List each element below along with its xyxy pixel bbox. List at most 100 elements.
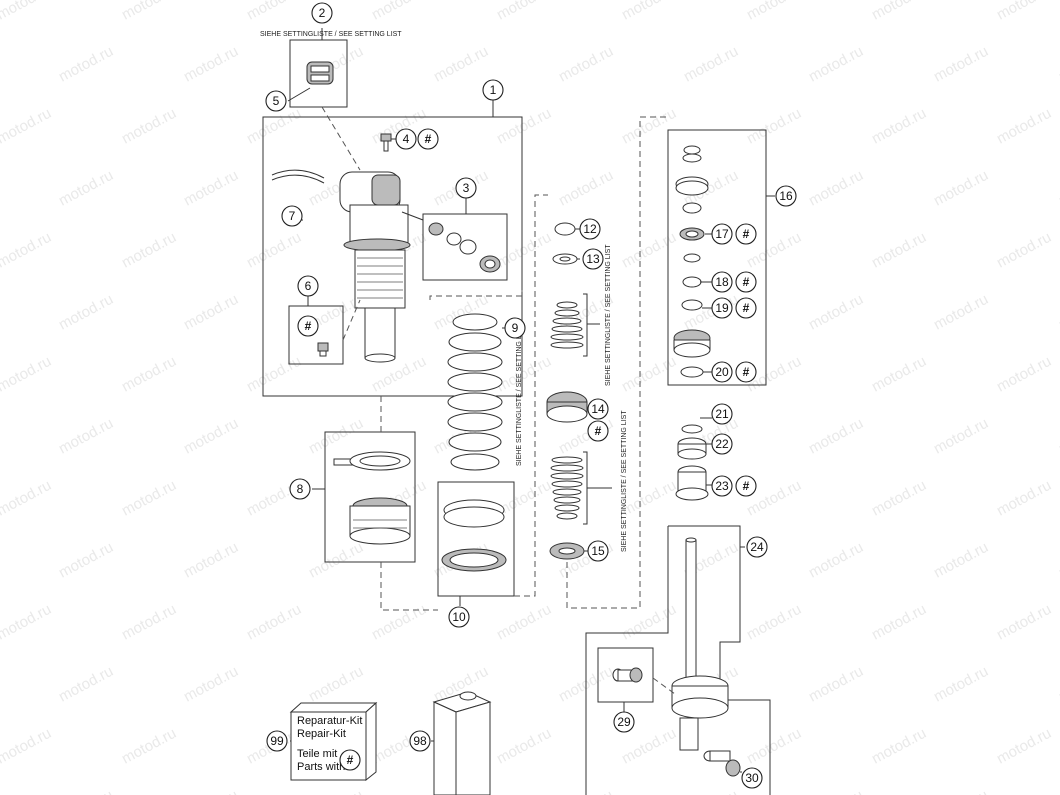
watermark-text: motod.ru (931, 415, 991, 458)
callout-number: 29 (617, 715, 631, 729)
watermark-text: motod.ru (119, 105, 179, 148)
watermark-text: motod.ru (306, 787, 366, 795)
watermark-text: motod.ru (494, 0, 554, 24)
setting-list-note-spring: SIEHE SETTINGLISTE / SEE SETTING LIST (516, 324, 523, 466)
callout-number: 16 (779, 189, 793, 203)
callout-number: 8 (297, 482, 304, 496)
kit-box-side (365, 701, 377, 782)
watermark-text: motod.ru (181, 167, 241, 210)
watermark-text: motod.ru (994, 601, 1054, 644)
watermark-text: motod.ru (1056, 291, 1060, 334)
watermark-text: motod.ru (1056, 787, 1060, 795)
watermark-text: motod.ru (681, 291, 741, 334)
watermark-text: motod.ru (306, 539, 366, 582)
callout-13 (582, 248, 604, 270)
watermark-text: motod.ru (0, 0, 54, 24)
callout-10 (448, 606, 470, 628)
callout-9 (504, 317, 526, 339)
dashed-guide (321, 106, 361, 171)
watermark-text: motod.ru (244, 229, 304, 272)
callout-number: 2 (319, 6, 326, 20)
washer-hole (559, 256, 571, 262)
watermark-text: motod.ru (681, 43, 741, 86)
oil-can-part (431, 691, 492, 795)
nut-part (554, 222, 576, 236)
watermark-text: motod.ru (869, 105, 929, 148)
callout-29 (613, 711, 635, 733)
callout-1 (482, 79, 504, 101)
watermark-text: motod.ru (994, 725, 1054, 768)
callout-number: 13 (586, 252, 600, 266)
callout-number: 14 (591, 402, 605, 416)
callout-12 (579, 218, 601, 240)
part-3-frame (422, 213, 508, 281)
callout-24 (746, 536, 768, 558)
watermark-text: motod.ru (931, 787, 991, 795)
watermark-text: motod.ru (56, 787, 116, 795)
shock-absorber-assembly: SIEHE SETTINGLISTE / SEE SETTING LIST (260, 28, 523, 611)
watermark-text: motod.ru (681, 787, 741, 795)
watermark-text: motod.ru (619, 0, 679, 24)
kit-marker (735, 297, 757, 319)
watermark-text: motod.ru (369, 0, 429, 24)
watermark-text: motod.ru (806, 539, 866, 582)
watermark-text: motod.ru (806, 663, 866, 706)
setting-list-note-shims-lower: SIEHE SETTINGLISTE / SEE SETTING LIST (621, 410, 628, 552)
kit-box-top (289, 702, 378, 713)
kit-marker-symbol: # (347, 753, 354, 767)
callout-number: 98 (413, 734, 427, 748)
watermark-text: motod.ru (994, 105, 1054, 148)
callout-number: 6 (305, 279, 312, 293)
kit-marker-symbol: # (425, 132, 432, 146)
watermark-text: motod.ru (0, 229, 54, 272)
valve-insert-part (612, 667, 643, 683)
part-24-frame (668, 525, 771, 795)
washer-15-part (549, 542, 585, 560)
adjuster-ring-part (333, 451, 411, 545)
watermark-text: motod.ru (931, 43, 991, 86)
callout-layer: 1234#5678910121314#151617#18#19#20#21222… (265, 2, 797, 789)
watermark-text: motod.ru (994, 353, 1054, 396)
dashed-guide (566, 116, 668, 609)
kit-marker-symbol: # (595, 424, 602, 438)
part-10-frame (437, 481, 515, 597)
watermark-text: motod.ru (869, 601, 929, 644)
watermark-text: motod.ru (494, 105, 554, 148)
callout-20 (711, 361, 733, 383)
kit-label-3: Teile mit (297, 748, 337, 760)
watermark-text: motod.ru (369, 601, 429, 644)
watermark-text: motod.ru (56, 167, 116, 210)
callout-3 (455, 177, 477, 199)
callout-18 (711, 271, 733, 293)
watermark-text: motod.ru (181, 415, 241, 458)
watermark-text: motod.ru (494, 725, 554, 768)
can-cap (459, 691, 477, 701)
bushing-part (703, 750, 741, 777)
watermark-text: motod.ru (619, 105, 679, 148)
piston-rod-part (671, 537, 729, 751)
kit-marker (417, 128, 439, 150)
kit-marker-symbol: # (743, 479, 750, 493)
watermark-text: motod.ru (181, 43, 241, 86)
callout-22 (711, 433, 733, 455)
watermark-text: motod.ru (1056, 415, 1060, 458)
retaining-ring-part (271, 174, 325, 184)
watermark-text: motod.ru (1056, 539, 1060, 582)
watermark-text: motod.ru (119, 601, 179, 644)
watermark-text: motod.ru (0, 105, 54, 148)
watermark-text: motod.ru (0, 601, 54, 644)
callout-19 (711, 297, 733, 319)
dashed-guide (380, 562, 438, 611)
watermark-text: motod.ru (994, 477, 1054, 520)
bracket (583, 293, 588, 357)
dashed-guide (429, 290, 523, 300)
callout-7 (281, 205, 303, 227)
watermark-text: motod.ru (806, 291, 866, 334)
watermark-text: motod.ru (181, 539, 241, 582)
watermark-text: motod.ru (744, 105, 804, 148)
piston-rod-assembly (585, 525, 771, 795)
callout-number: 23 (715, 479, 729, 493)
callout-5 (265, 90, 287, 112)
callout-21 (711, 403, 733, 425)
callout-number: 10 (452, 610, 466, 624)
